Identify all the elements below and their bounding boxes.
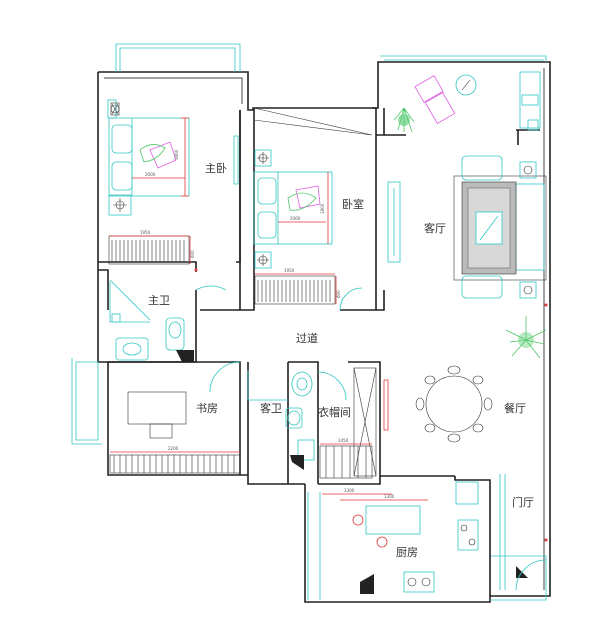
svg-text:1300: 1300 <box>384 494 395 499</box>
svg-text:2000: 2000 <box>290 216 301 221</box>
sofa-set <box>453 175 547 281</box>
room-label-cloakroom: 衣帽间 <box>318 405 351 419</box>
room-label-kitchen: 厨房 <box>396 546 418 559</box>
svg-text:1800: 1800 <box>174 149 179 160</box>
dining-table <box>425 375 483 433</box>
svg-text:1450: 1450 <box>338 438 349 443</box>
dining-room: 餐厅 <box>415 316 547 443</box>
master-bedroom: 2000 1800 1950 600 主卧 <box>107 99 239 265</box>
svg-text:1300: 1300 <box>344 488 355 493</box>
master-bath: 主卫 <box>109 279 227 362</box>
plant-icon <box>505 316 547 359</box>
svg-text:2200: 2200 <box>168 446 179 451</box>
bedroom-2-wardrobe <box>254 275 336 305</box>
plant-icon <box>393 107 415 133</box>
living-room: 客厅 <box>387 71 547 299</box>
master-wardrobe <box>108 235 190 265</box>
svg-text:600: 600 <box>336 290 341 298</box>
room-label-master-bedroom: 主卧 <box>205 162 227 175</box>
svg-text:1950: 1950 <box>284 268 295 273</box>
svg-text:1800: 1800 <box>320 203 325 214</box>
study-desk <box>127 391 187 425</box>
room-label-dining: 餐厅 <box>504 401 526 415</box>
room-label-guest-bath: 客卫 <box>260 401 282 415</box>
guest-bath: 客卫 <box>247 370 315 470</box>
interior-walls <box>98 107 540 596</box>
room-label-living-room: 客厅 <box>424 221 446 235</box>
svg-text:2000: 2000 <box>145 172 156 177</box>
kitchen: 1300 1300 厨房 <box>307 481 479 600</box>
svg-text:600: 600 <box>190 250 195 258</box>
room-label-corridor: 过道 <box>296 331 318 345</box>
room-label-master-bath: 主卫 <box>148 294 170 307</box>
bedroom-2-bed <box>253 171 333 245</box>
entrance: 门厅 <box>499 474 547 591</box>
cloakroom: 1450 衣帽间 <box>317 367 389 479</box>
study: 2200 书房 <box>109 361 241 474</box>
kitchen-island <box>365 505 421 535</box>
room-label-bedroom: 卧室 <box>342 197 364 211</box>
exterior-walls <box>71 43 551 603</box>
master-bed <box>108 117 190 197</box>
bedroom-2: 2000 1800 1950 600 卧室 <box>253 107 373 311</box>
svg-text:1950: 1950 <box>140 230 151 235</box>
room-label-study: 书房 <box>196 402 218 415</box>
room-label-entrance: 门厅 <box>512 495 534 509</box>
